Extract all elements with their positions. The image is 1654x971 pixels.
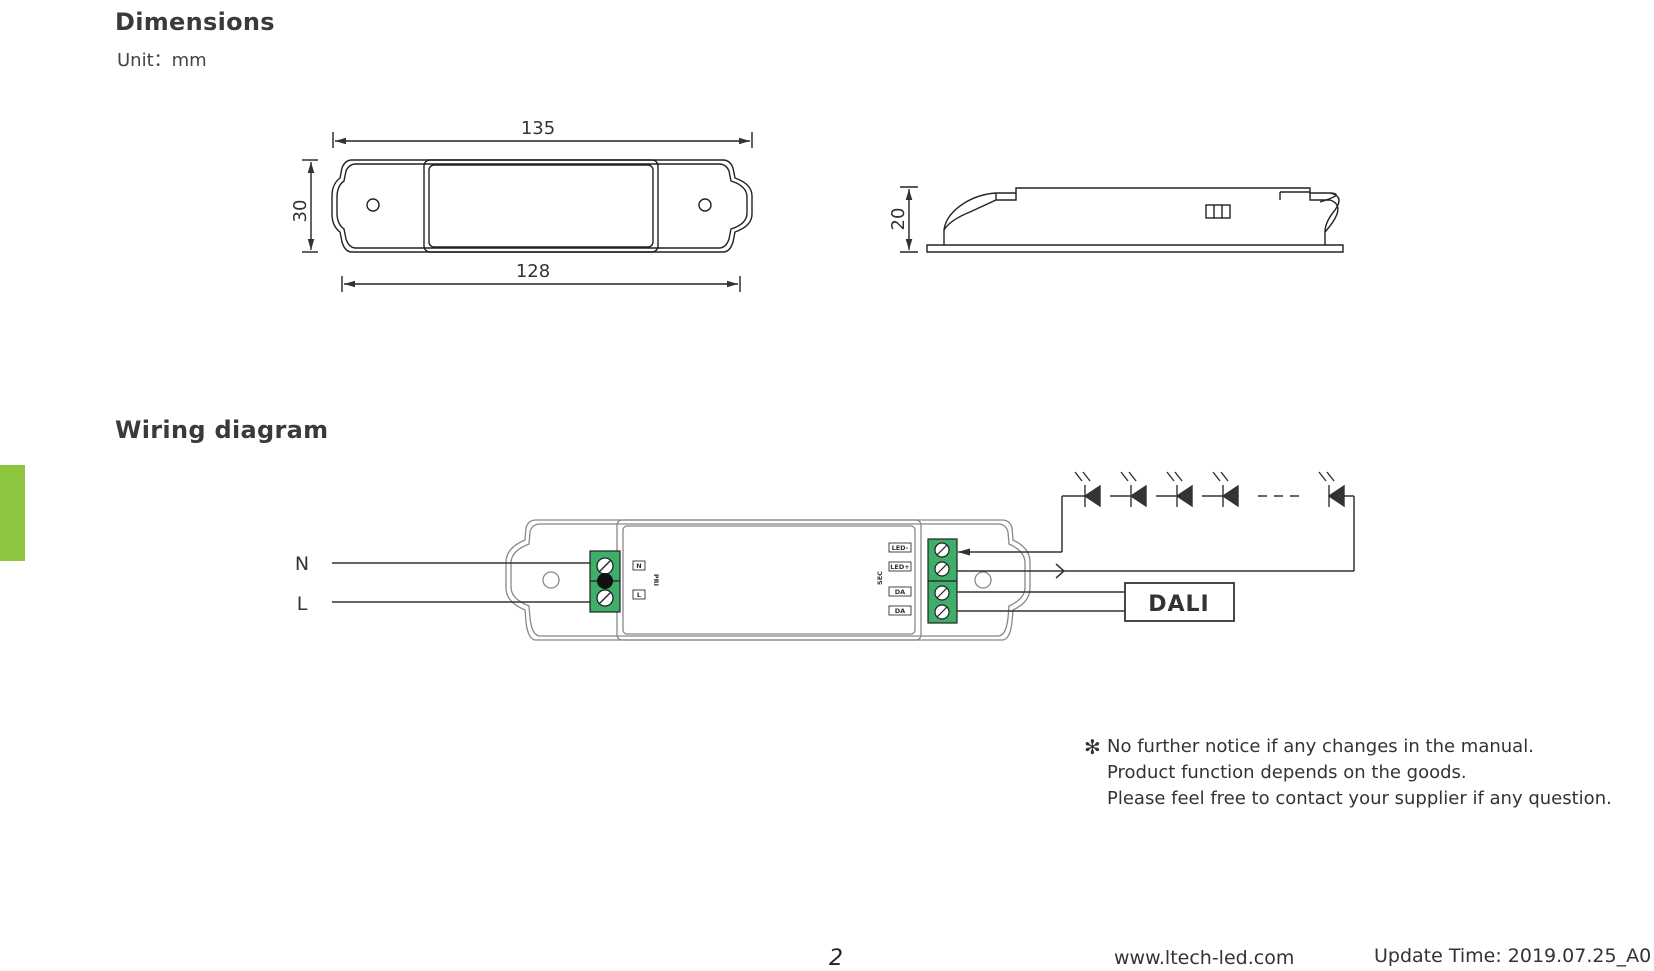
pri-terminal-l: L [637,591,641,599]
sec-label: SEC [876,571,884,585]
unit-label: Unit：mm [117,50,207,71]
pri-label: PRI [652,574,660,586]
note-line-3: Please feel free to contact your supplie… [1107,788,1612,809]
led-4 [1212,471,1239,508]
sec-terminal-led-plus: LED+ [890,563,909,571]
sec-terminal-led-minus: LED- [892,544,909,552]
led-2 [1120,471,1147,508]
input-n-label: N [295,553,309,575]
section-tab-marker [0,465,25,561]
sec-terminal-da-1: DA [895,588,905,596]
dimensions-title: Dimensions [115,8,275,36]
sec-terminal-da-2: DA [895,607,905,615]
dim-30-label: 30 [290,200,311,223]
pri-terminal-n: N [636,562,641,570]
dali-box [1124,582,1235,622]
led-output-wires [957,495,1355,579]
website-link[interactable]: www.ltech-led.com [1114,947,1295,969]
wiring-title: Wiring diagram [115,416,329,444]
primary-terminal-block [589,550,646,613]
dali-wires [957,591,1125,612]
note-line-2: Product function depends on the goods. [1107,762,1467,783]
led-5 [1318,471,1345,508]
dim-128-label: 128 [516,261,550,282]
top-view-drawing [302,132,753,292]
page-number: 2 [829,946,843,971]
side-view-drawing [900,186,1344,253]
update-time: Update Time: 2019.07.25_A0 [1374,945,1652,967]
dali-label: DALI [1148,592,1210,617]
input-l-label: L [297,593,308,615]
note-line-1: No further notice if any changes in the … [1107,736,1534,757]
input-wires [332,562,590,603]
led-1 [1074,471,1101,508]
note-asterisk-icon: ✻ [1084,735,1101,759]
secondary-terminal-block [888,538,958,624]
led-3 [1166,471,1193,508]
dim-20-label: 20 [888,208,909,231]
dim-135-label: 135 [521,118,555,139]
led-string [1074,471,1345,508]
